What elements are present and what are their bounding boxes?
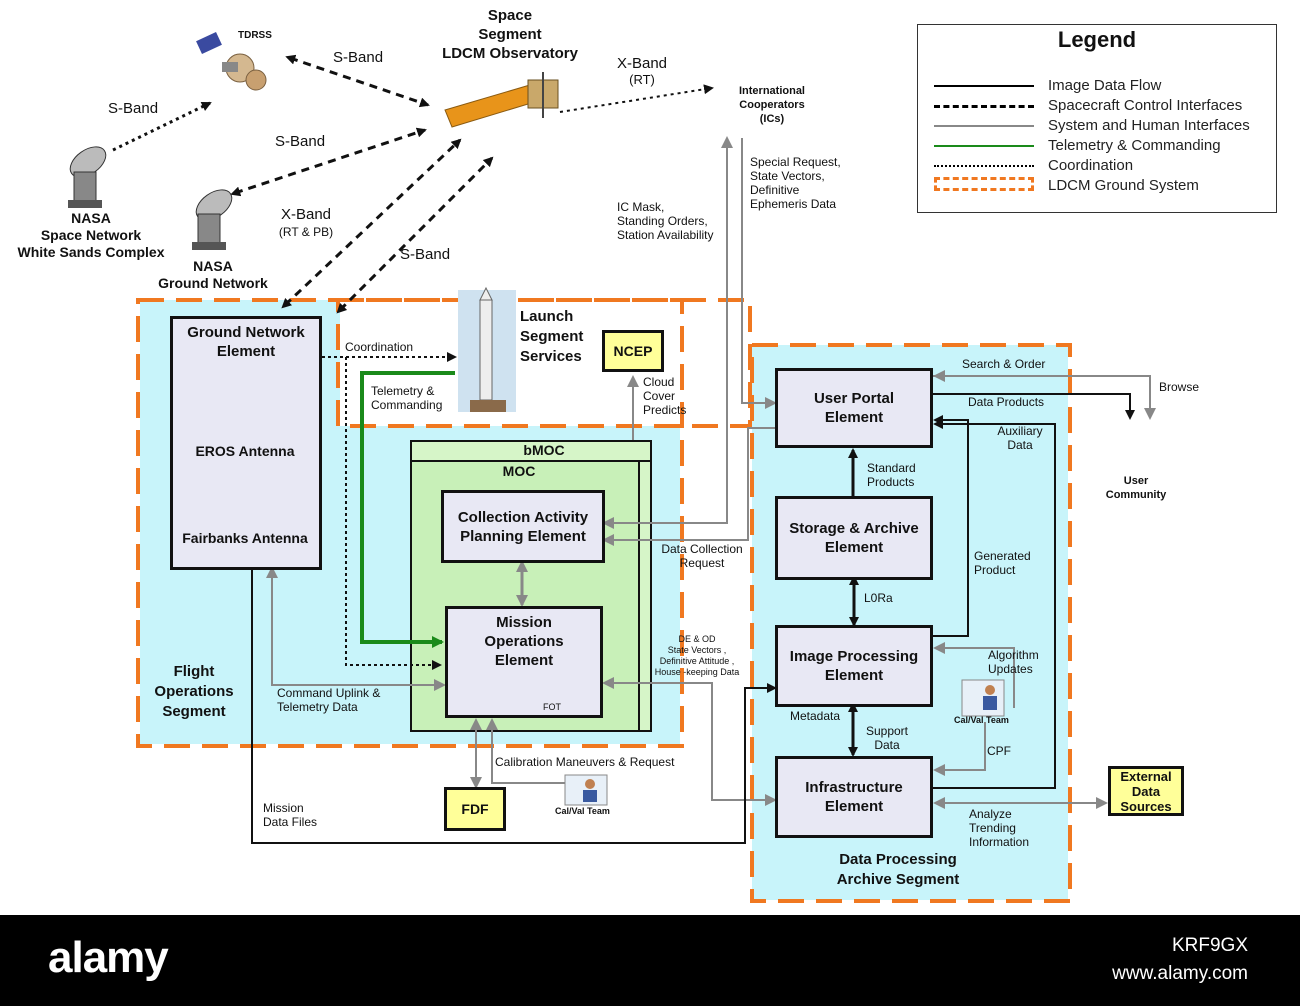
x-band-rt-label: X-Band(RT) bbox=[616, 55, 668, 88]
legend-line-swatch bbox=[934, 85, 1034, 87]
legend-item-label: Coordination bbox=[1048, 157, 1134, 174]
s-band-label-mid: S-Band bbox=[275, 133, 326, 150]
legend-item-label: System and Human Interfaces bbox=[1048, 117, 1250, 134]
alamy-logo: alamy bbox=[48, 933, 169, 982]
fdf-box[interactable]: FDF bbox=[444, 787, 506, 831]
l0ra-label: L0Ra bbox=[864, 591, 893, 605]
search-order-label: Search & Order bbox=[962, 357, 1046, 371]
legend-item-label: LDCM Ground System bbox=[1048, 177, 1199, 194]
legend-line-swatch bbox=[934, 177, 1034, 191]
tdrss-satellite-icon bbox=[196, 32, 267, 91]
browse-label: Browse bbox=[1159, 380, 1200, 394]
cal-val-team-label-2: Cal/Val Team bbox=[954, 715, 1009, 725]
launch-vehicle-icon bbox=[458, 286, 516, 412]
coordination-label: Coordination bbox=[345, 340, 414, 354]
data-products-label: Data Products bbox=[968, 395, 1045, 409]
fairbanks-antenna-label: Fairbanks Antenna bbox=[182, 530, 308, 546]
s-band-label-left: S-Band bbox=[108, 100, 159, 117]
s-band-label-low: S-Band bbox=[400, 246, 451, 263]
legend-item-label: Spacecraft Control Interfaces bbox=[1048, 97, 1243, 114]
cal-val-team-label-1: Cal/Val Team bbox=[555, 806, 610, 816]
legend-title: Legend bbox=[1057, 27, 1137, 52]
ldcm-satellite-icon bbox=[444, 72, 559, 128]
cal-val-team-photo-2 bbox=[961, 679, 1005, 717]
legend-item-label: Telemetry & Commanding bbox=[1048, 137, 1221, 154]
nasa-sn-antenna-icon bbox=[68, 146, 107, 208]
dpas-boundary bbox=[750, 343, 1072, 903]
x-band-rtpb-label: X-Band(RT & PB) bbox=[278, 206, 334, 239]
footer-bar: alamy KRF9GX www.alamy.com bbox=[0, 915, 1300, 1006]
ncep-box[interactable]: NCEP bbox=[602, 330, 664, 372]
eros-antenna-label: EROS Antenna bbox=[195, 443, 295, 459]
ic-mask-label: IC Mask,Standing Orders,Station Availabi… bbox=[617, 200, 714, 242]
cpf-label: CPF bbox=[987, 744, 1011, 758]
legend-line-swatch bbox=[934, 125, 1034, 127]
legend-item-label: Image Data Flow bbox=[1048, 77, 1162, 94]
moc-label: MOC bbox=[502, 463, 536, 479]
telemetry-commanding-label: Telemetry &Commanding bbox=[371, 384, 443, 412]
fot-label: FOT bbox=[543, 702, 561, 712]
alamy-url: www.alamy.com bbox=[1112, 963, 1248, 984]
bmoc-label: bMOC bbox=[523, 442, 565, 458]
image-id: KRF9GX bbox=[1171, 935, 1248, 956]
command-uplink-label: Command Uplink &Telemetry Data bbox=[277, 686, 381, 714]
legend-line-swatch bbox=[934, 165, 1034, 167]
tdrss-label: TDRSS bbox=[238, 30, 272, 41]
calibration-maneuvers-label: Calibration Maneuvers & Request bbox=[495, 755, 675, 769]
s-band-label-top: S-Band bbox=[333, 49, 384, 66]
legend-line-swatch bbox=[934, 145, 1034, 147]
legend-line-swatch bbox=[934, 105, 1034, 108]
metadata-label: Metadata bbox=[790, 709, 841, 723]
special-request-label: Special Request,State Vectors,Definitive… bbox=[750, 155, 841, 211]
nasa-gn-antenna-icon bbox=[192, 189, 233, 250]
cal-val-team-photo-1 bbox=[564, 774, 608, 806]
